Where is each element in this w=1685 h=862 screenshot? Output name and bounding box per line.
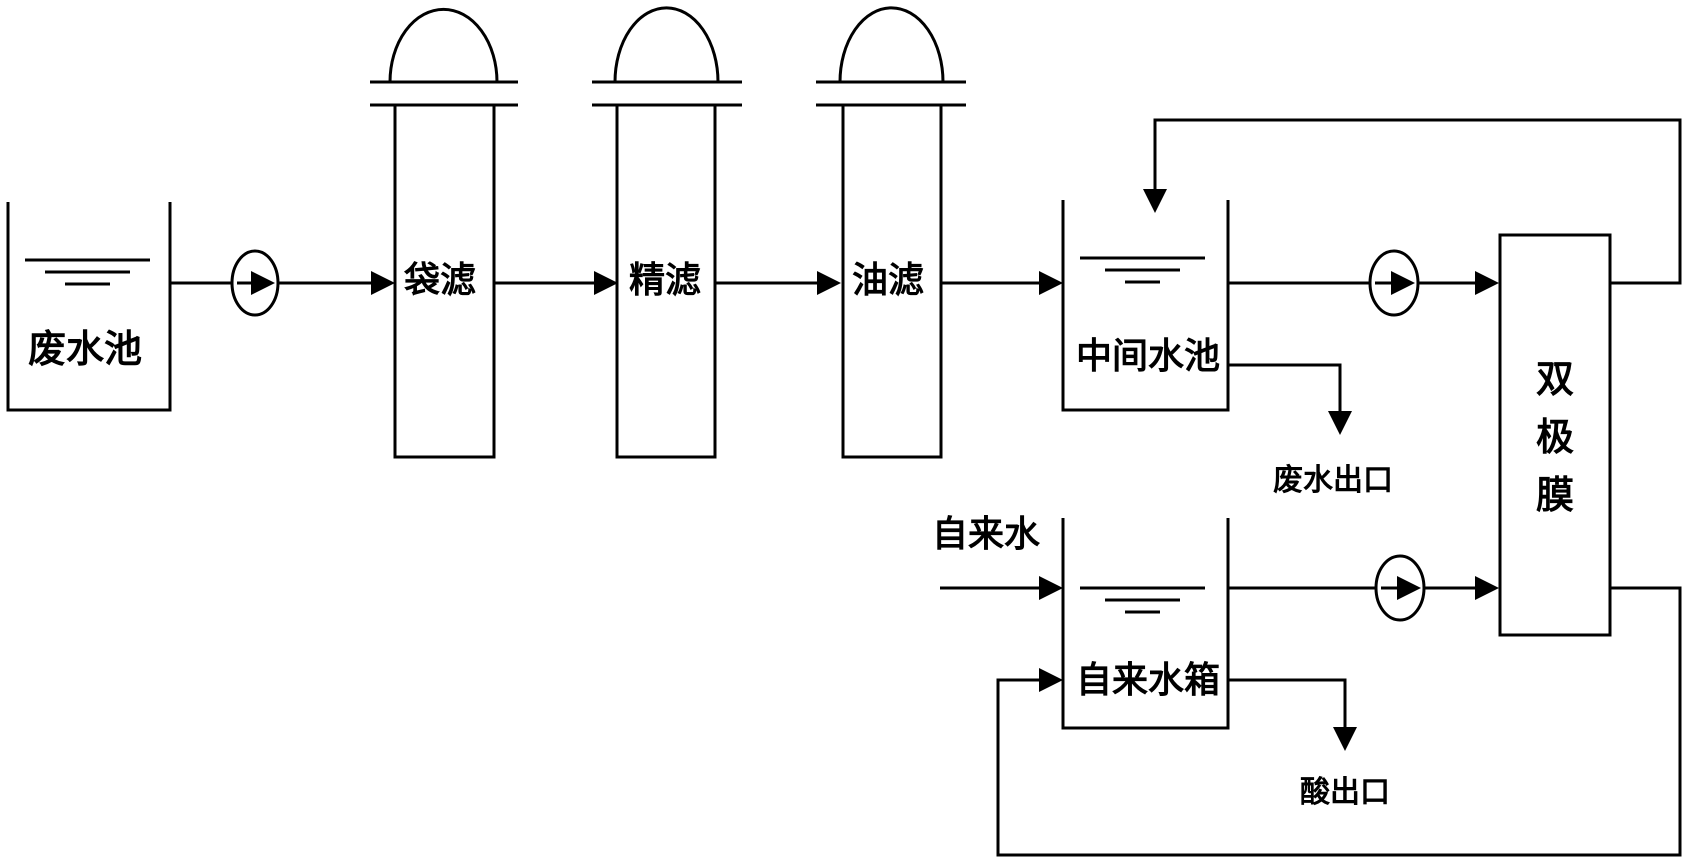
waste-water-pool: 废水池 <box>6 202 172 412</box>
intermediate-pool: 中间水池 <box>1061 200 1230 412</box>
waste-outlet-line <box>1228 363 1352 435</box>
pump-1 <box>230 249 280 317</box>
waste-water-pool-label: 废水池 <box>28 327 142 371</box>
tap-water-tank-label: 自来水箱 <box>1076 660 1220 701</box>
waste-outlet-label: 废水出口 <box>1273 463 1393 498</box>
acid-outlet-label: 酸出口 <box>1300 775 1390 810</box>
tap-water-label: 自来水 <box>932 514 1041 555</box>
pump-2 <box>1368 249 1420 317</box>
oil-filter: 油滤 <box>816 6 966 459</box>
bag-filter-label: 袋滤 <box>403 260 476 301</box>
fine-filter: 精滤 <box>592 6 742 459</box>
fine-filter-label: 精滤 <box>629 260 701 301</box>
recirculation-line-bottom <box>996 586 1682 857</box>
oil-filter-label: 油滤 <box>852 260 924 301</box>
bag-filter: 袋滤 <box>370 7 518 459</box>
intermediate-pool-label: 中间水池 <box>1076 336 1220 377</box>
bipolar-membrane-label-3: 膜 <box>1536 473 1574 517</box>
bipolar-membrane-label-2: 极 <box>1536 415 1574 459</box>
bipolar-membrane: 双 极 膜 <box>1498 233 1612 637</box>
tap-water-tank: 自来水箱 <box>1061 518 1230 730</box>
pump-3 <box>1374 554 1426 622</box>
bipolar-membrane-label-1: 双 <box>1536 357 1574 401</box>
recirculation-line-top <box>1143 118 1682 285</box>
acid-outlet-line <box>1228 678 1357 751</box>
